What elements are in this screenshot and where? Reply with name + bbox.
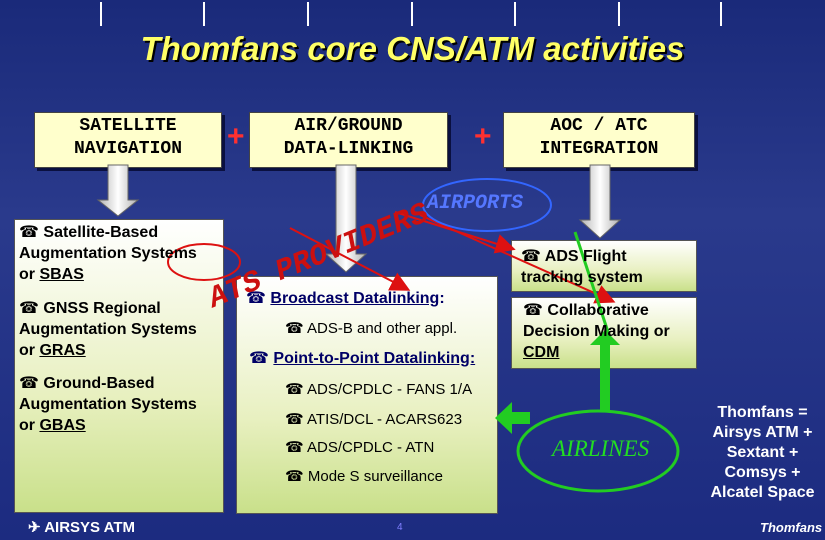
slide-title: Thomfans core CNS/ATM activities: [140, 30, 685, 67]
satellite-navigation-box: SATELLITE NAVIGATION: [34, 112, 222, 168]
ads-flight-panel: [511, 240, 697, 292]
p2p-heading: ☎ Point-to-Point Datalinking:: [249, 348, 475, 369]
sbas-prefix: or: [19, 266, 40, 283]
phone-icon: ☎: [246, 290, 266, 307]
airports-label: AIRPORTS: [427, 192, 524, 215]
cdm-acronym: CDM: [523, 344, 560, 361]
tick-mark: [411, 2, 413, 26]
phone-icon: ☎: [285, 381, 304, 398]
gbas-line: Augmentation Systems: [19, 396, 197, 413]
green-arrow: [573, 231, 612, 339]
composition-line: Sextant +: [726, 444, 799, 461]
p2p-text: Point-to-Point Datalinking:: [273, 350, 476, 367]
airports-ellipse: [422, 178, 552, 232]
sbas-line: Satellite-Based: [43, 224, 159, 241]
thomfans-composition: Thomfans = Airsys ATM + Sextant + Comsys…: [700, 403, 825, 503]
gras-acronym: GRAS: [39, 342, 86, 359]
broadcast-suffix: :: [439, 290, 445, 307]
phone-icon: ☎: [19, 375, 39, 392]
tick-mark: [618, 2, 620, 26]
down-arrow: [96, 164, 140, 217]
sbas-item: ☎ Satellite-Based Augmentation Systems o…: [19, 222, 224, 285]
page-number: 4: [397, 522, 403, 533]
gbas-prefix: or: [19, 417, 40, 434]
atis-item: ☎ ATIS/DCL - ACARS623: [285, 409, 462, 430]
red-arrow: [419, 214, 616, 304]
box-line: SATELLITE: [79, 116, 177, 136]
phone-icon: ☎: [249, 350, 269, 367]
cdm-line: Decision Making or: [523, 323, 670, 340]
box-line: DATA-LINKING: [283, 139, 414, 159]
sbas-acronym: SBAS: [39, 266, 84, 283]
phone-icon: ☎: [285, 468, 304, 485]
composition-line: Alcatel Space: [710, 484, 815, 501]
gras-line: Augmentation Systems: [19, 321, 197, 338]
composition-line: Thomfans =: [717, 404, 808, 421]
broadcast-heading: ☎ Broadcast Datalinking:: [246, 288, 445, 309]
atn-item: ☎ ADS/CPDLC - ATN: [285, 437, 434, 458]
box-line: INTEGRATION: [539, 139, 659, 159]
gbas-line: Ground-Based: [43, 375, 155, 392]
tick-mark: [720, 2, 722, 26]
left-panel: [14, 219, 224, 513]
atis-text: ATIS/DCL - ACARS623: [307, 411, 463, 428]
airlines-ellipse: [516, 409, 680, 493]
phone-icon: ☎: [521, 248, 541, 265]
sbas-line: Augmentation Systems: [19, 245, 197, 262]
phone-icon: ☎: [19, 300, 39, 317]
atn-text: ADS/CPDLC - ATN: [307, 439, 435, 456]
airlines-label: AIRLINES: [552, 436, 650, 461]
tick-mark: [100, 2, 102, 26]
box-line: AOC / ATC: [550, 116, 648, 136]
brand-footer: Thomfans: [760, 520, 823, 535]
adsb-text: ADS-B and other appl.: [307, 320, 458, 337]
fans-item: ☎ ADS/CPDLC - FANS 1/A: [285, 379, 472, 400]
ads-flight-item: ☎ ADS Flight tracking system: [521, 246, 643, 288]
red-arrow: [289, 227, 411, 291]
center-panel: [236, 276, 498, 514]
plus-sign: +: [474, 120, 492, 153]
ats-highlight-ellipse: [167, 243, 241, 281]
green-arrow: [590, 330, 620, 411]
airsys-logo-text: AIRSYS ATM: [44, 519, 136, 536]
gras-line: GNSS Regional: [43, 300, 161, 317]
cdm-item: ☎ Collaborative Decision Making or CDM: [523, 300, 670, 363]
gras-prefix: or: [19, 342, 40, 359]
airsys-logo-icon: ✈: [28, 519, 41, 536]
phone-icon: ☎: [285, 439, 304, 456]
fans-text: ADS/CPDLC - FANS 1/A: [307, 381, 473, 398]
gbas-item: ☎ Ground-Based Augmentation Systems or G…: [19, 373, 224, 436]
tick-mark: [514, 2, 516, 26]
tick-mark: [307, 2, 309, 26]
phone-icon: ☎: [523, 302, 543, 319]
composition-line: Comsys +: [724, 464, 801, 481]
cdm-line: Collaborative: [547, 302, 649, 319]
top-tick-bar: [0, 0, 825, 28]
box-line: NAVIGATION: [73, 139, 183, 159]
phone-icon: ☎: [285, 320, 304, 337]
modes-item: ☎ Mode S surveillance: [285, 466, 443, 487]
ads-flight-line: ADS Flight: [544, 248, 627, 265]
green-arrow: [495, 402, 530, 434]
gbas-acronym: GBAS: [39, 417, 86, 434]
airsys-logo: ✈ AIRSYS ATM: [28, 518, 135, 536]
gras-item: ☎ GNSS Regional Augmentation Systems or …: [19, 298, 224, 361]
broadcast-text: Broadcast Datalinking: [270, 290, 440, 307]
ads-flight-line: tracking system: [521, 269, 643, 286]
modes-text: Mode S surveillance: [307, 468, 443, 485]
composition-line: Airsys ATM +: [712, 424, 813, 441]
tick-mark: [203, 2, 205, 26]
phone-icon: ☎: [285, 411, 304, 428]
phone-icon: ☎: [19, 224, 39, 241]
air-ground-datalinking-box: AIR/GROUND DATA-LINKING: [249, 112, 448, 168]
box-line: AIR/GROUND: [294, 116, 403, 136]
aoc-atc-integration-box: AOC / ATC INTEGRATION: [503, 112, 695, 168]
down-arrow: [578, 164, 622, 239]
plus-sign: +: [227, 120, 245, 153]
adsb-item: ☎ ADS-B and other appl.: [285, 318, 457, 339]
